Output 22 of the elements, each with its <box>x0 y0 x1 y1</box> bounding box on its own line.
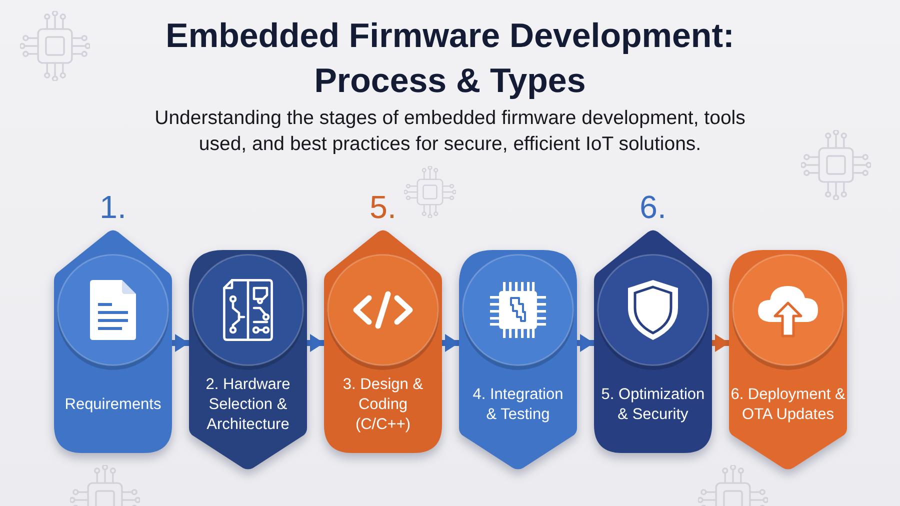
process-step <box>594 229 712 453</box>
process-step <box>54 229 172 453</box>
arrow <box>172 334 189 352</box>
step-number: 5. <box>370 190 396 224</box>
step-label: 5. Optimization & Security <box>600 385 706 425</box>
step-label: 4. Integration & Testing <box>472 385 564 425</box>
step-number: 1. <box>100 190 126 224</box>
step-label: 3. Design & Coding (C/C++) <box>342 375 424 435</box>
step-label: 2. Hardware Selection & Architecture <box>204 375 292 435</box>
arrow <box>307 334 324 352</box>
process-step <box>324 229 442 453</box>
arrow <box>442 334 459 352</box>
subtitle: Understanding the stages of embedded firmware development, tools used, and best practices for secure, efficient IoT solutions. <box>154 106 746 157</box>
step-label: 6. Deployment & OTA Updates <box>730 385 846 425</box>
step-number: 6. <box>640 190 666 224</box>
process-step <box>729 250 847 470</box>
arrow <box>577 334 594 352</box>
process-step <box>459 250 577 470</box>
step-label: Requirements <box>64 395 162 415</box>
arrow <box>712 334 729 352</box>
title: Embedded Firmware Development: Process & Types <box>164 16 736 102</box>
process-step <box>189 250 307 470</box>
